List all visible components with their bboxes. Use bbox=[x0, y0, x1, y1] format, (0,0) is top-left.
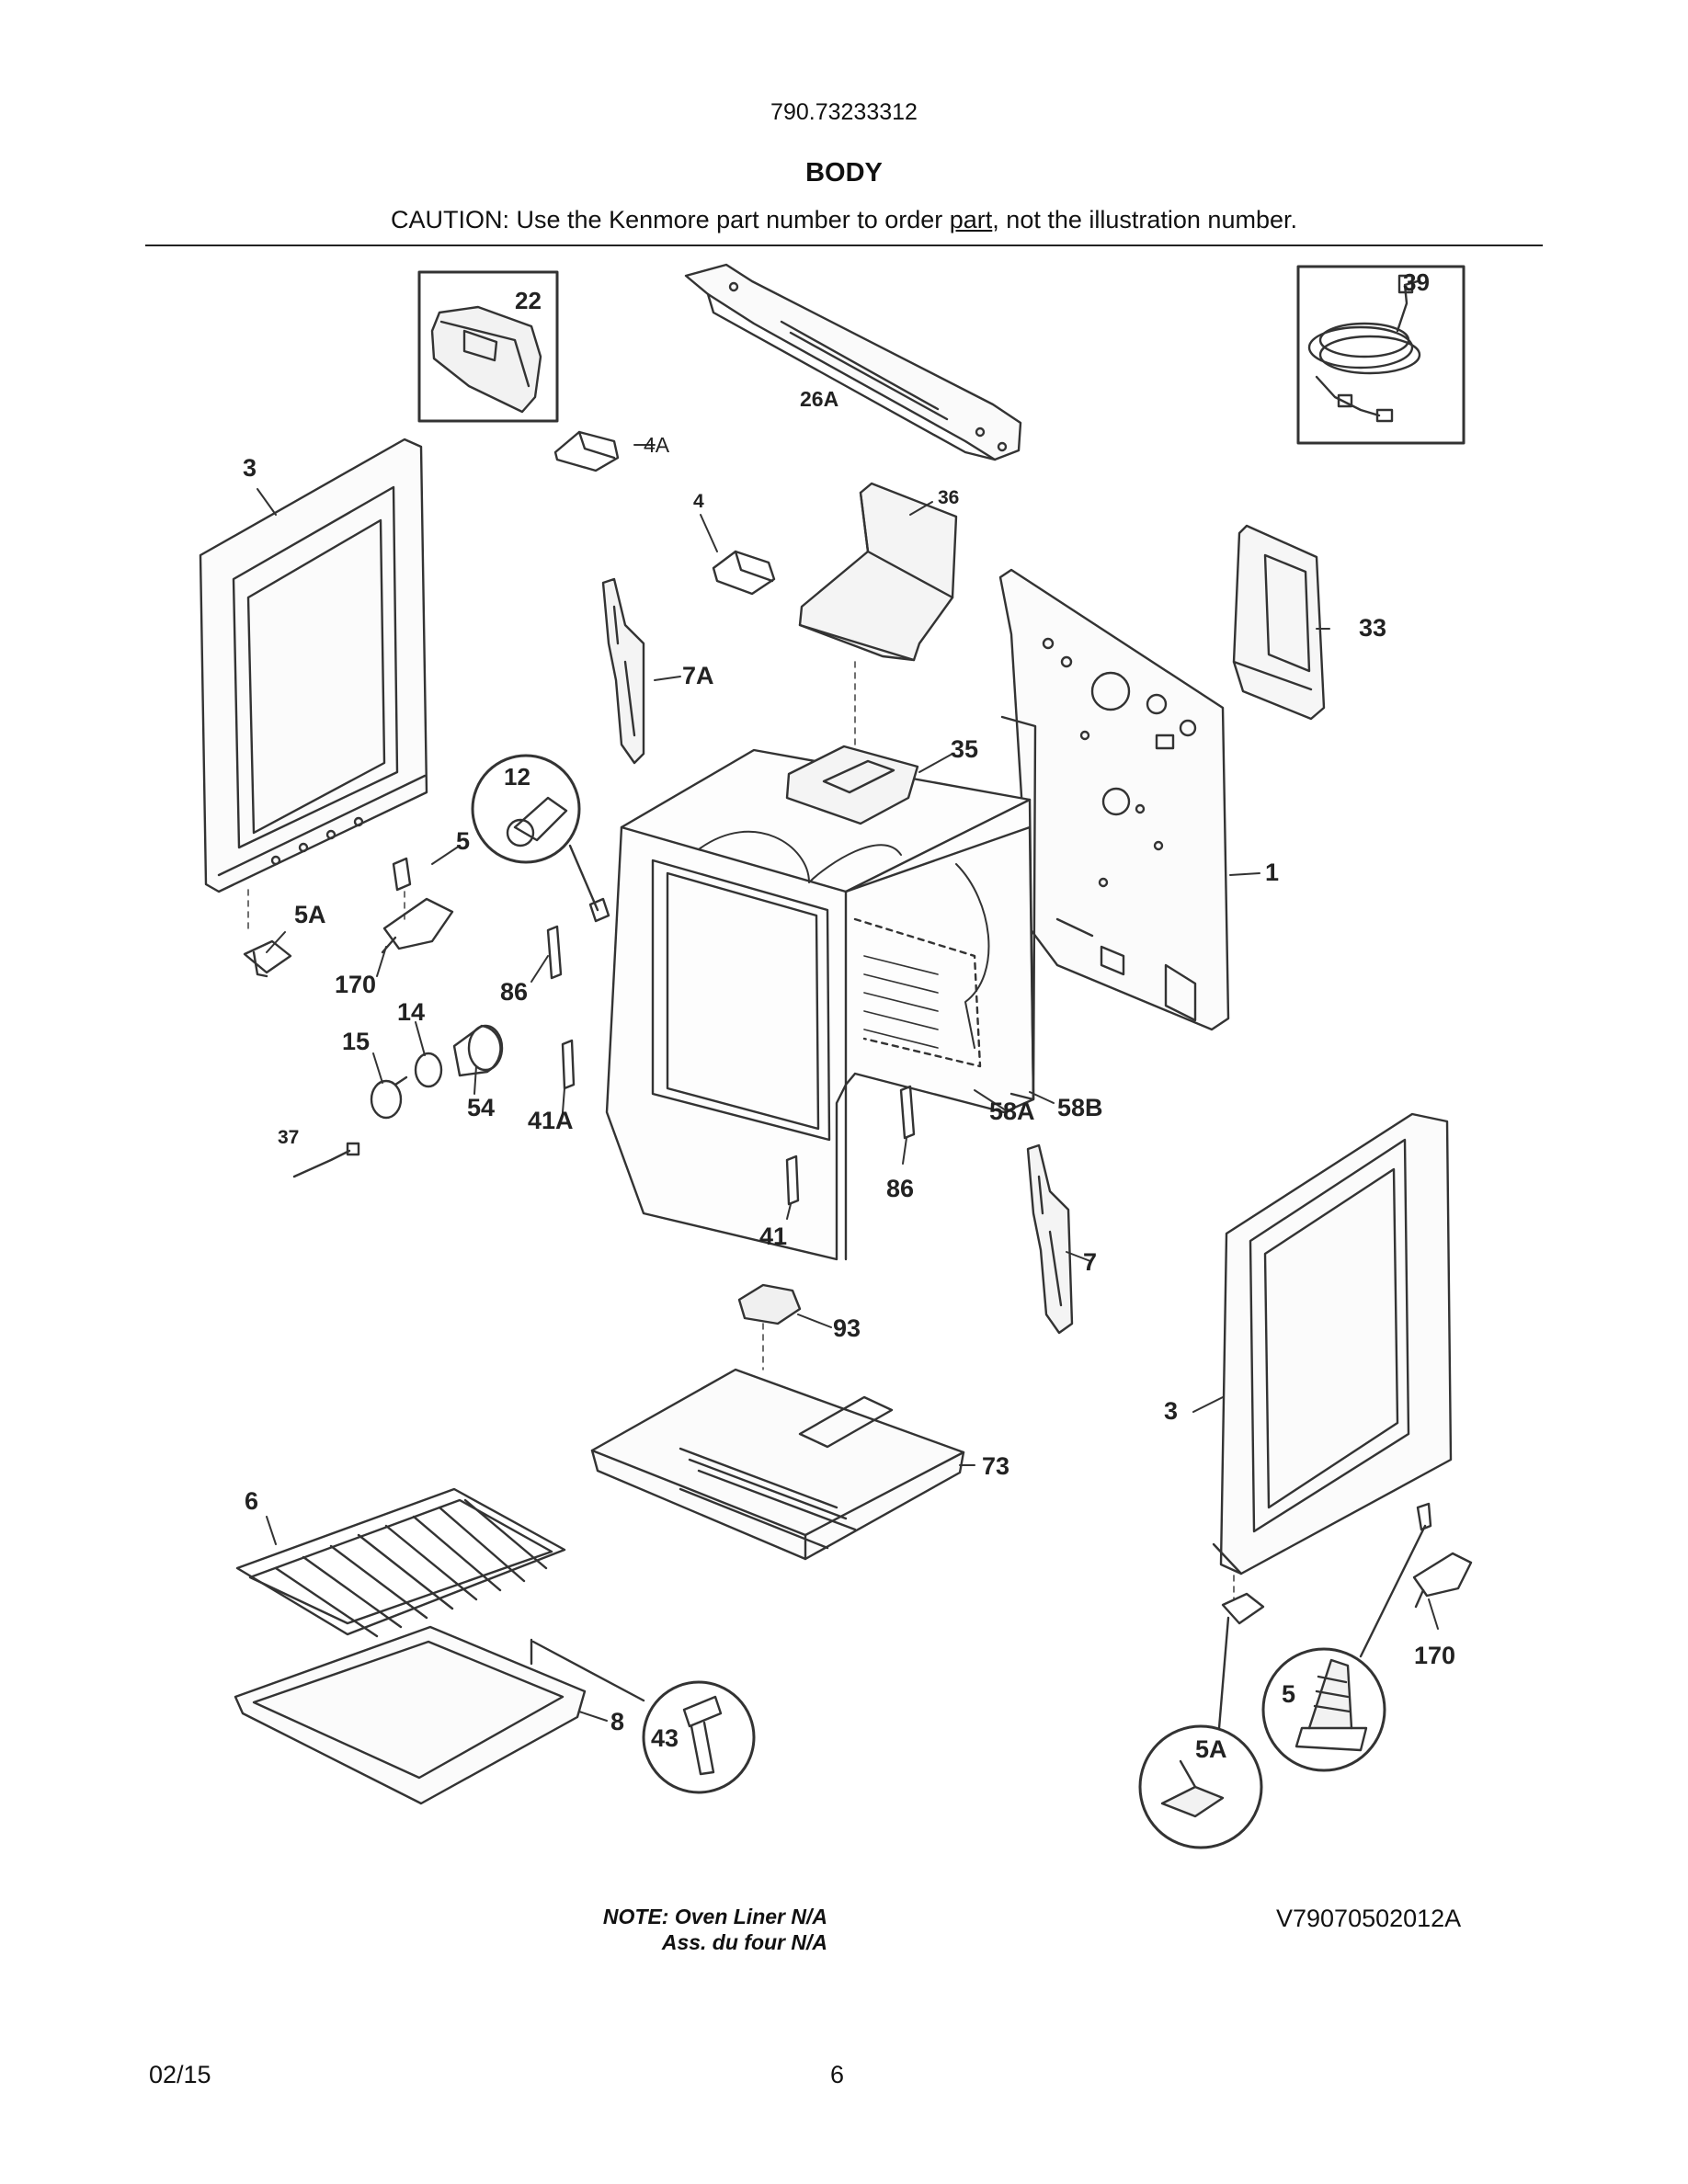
section-title: BODY bbox=[805, 158, 883, 188]
note-line-2: Ass. du four N/A bbox=[661, 1930, 827, 1954]
header-divider bbox=[145, 245, 1543, 246]
part-label-58B: 58B bbox=[1057, 1094, 1103, 1121]
drawing-id: V79070502012A bbox=[1276, 1905, 1462, 1932]
part-label-54: 54 bbox=[467, 1094, 495, 1121]
part-label-170-right: 170 bbox=[1414, 1642, 1455, 1669]
model-number: 790.73233312 bbox=[770, 99, 918, 125]
part-22-inset bbox=[417, 270, 559, 423]
part-label-7A: 7A bbox=[682, 662, 714, 689]
part-5A-foot-left bbox=[243, 939, 292, 978]
part-1-back-panel bbox=[998, 568, 1230, 1031]
assembly-guide-lines bbox=[247, 661, 1235, 1600]
part-43-callout bbox=[530, 1638, 756, 1794]
part-4A-clip bbox=[553, 430, 620, 472]
caution-notice: CAUTION: Use the Kenmore part number to … bbox=[0, 206, 1688, 234]
part-label-7: 7 bbox=[1083, 1248, 1097, 1276]
part-label-22: 22 bbox=[515, 287, 542, 314]
part-36-duct bbox=[798, 482, 958, 662]
part-label-3-left: 3 bbox=[243, 454, 257, 482]
part-label-5-left: 5 bbox=[456, 827, 470, 855]
part-label-41: 41 bbox=[759, 1223, 787, 1250]
part-3-side-panel-left bbox=[199, 438, 428, 893]
part-label-3-right: 3 bbox=[1164, 1397, 1178, 1425]
part-5A-callout-right bbox=[1138, 1592, 1265, 1849]
part-6-oven-rack bbox=[235, 1487, 566, 1638]
part-41-bracket bbox=[785, 1155, 800, 1206]
part-label-15: 15 bbox=[342, 1028, 370, 1055]
part-label-58A: 58A bbox=[989, 1098, 1035, 1125]
caution-part-link: part bbox=[949, 206, 993, 233]
part-label-93: 93 bbox=[833, 1314, 861, 1342]
part-label-36: 36 bbox=[938, 487, 959, 508]
part-41A-bracket bbox=[561, 1039, 576, 1090]
part-label-73: 73 bbox=[982, 1452, 1009, 1480]
part-label-1: 1 bbox=[1265, 859, 1279, 886]
part-7A-hinge bbox=[601, 577, 645, 765]
caution-prefix: CAUTION: Use the Kenmore part number to … bbox=[391, 206, 950, 233]
part-35-bracket bbox=[785, 745, 919, 825]
part-86-bracket-lower bbox=[899, 1085, 916, 1140]
part-label-4A: 4A bbox=[644, 433, 670, 457]
part-7-hinge bbox=[1026, 1143, 1074, 1335]
part-93-block bbox=[737, 1283, 802, 1325]
part-label-6: 6 bbox=[245, 1487, 258, 1515]
part-3-side-panel-right bbox=[1212, 1112, 1453, 1575]
part-4-clip bbox=[712, 550, 776, 596]
leader-lines bbox=[257, 444, 1439, 1722]
part-label-43: 43 bbox=[651, 1724, 679, 1752]
note-line-1: NOTE: Oven Liner N/A bbox=[602, 1905, 827, 1928]
part-39-inset bbox=[1296, 265, 1466, 445]
part-73-bottom-panel bbox=[590, 1368, 965, 1561]
part-label-8: 8 bbox=[610, 1708, 624, 1735]
part-label-170-left: 170 bbox=[335, 971, 376, 998]
part-54-lens bbox=[452, 1024, 504, 1077]
caution-suffix: , not the illustration number. bbox=[992, 206, 1297, 233]
part-15-bulb bbox=[370, 1075, 408, 1120]
part-86-bracket-upper bbox=[546, 925, 563, 980]
part-8-broiler-pan bbox=[234, 1625, 587, 1805]
part-label-39: 39 bbox=[1403, 268, 1430, 296]
part-label-26A: 26A bbox=[800, 387, 838, 411]
part-label-12: 12 bbox=[504, 763, 530, 791]
part-170-bracket-left bbox=[381, 897, 454, 954]
part-label-41A: 41A bbox=[528, 1107, 574, 1134]
part-label-86-upper: 86 bbox=[500, 978, 528, 1006]
part-label-5-right: 5 bbox=[1282, 1680, 1295, 1708]
part-label-33: 33 bbox=[1359, 614, 1386, 642]
part-14-socket bbox=[414, 1052, 443, 1088]
part-label-5A-left: 5A bbox=[294, 901, 326, 928]
footer-page-number: 6 bbox=[830, 2061, 845, 2088]
part-33-panel bbox=[1232, 524, 1326, 721]
oven-cavity-body bbox=[605, 715, 1037, 1261]
part-label-4: 4 bbox=[693, 491, 704, 512]
part-26A-bracket bbox=[684, 263, 1022, 461]
part-label-14: 14 bbox=[397, 998, 425, 1026]
part-5-callout-right bbox=[1261, 1502, 1432, 1772]
part-label-37: 37 bbox=[278, 1127, 299, 1148]
part-label-86-lower: 86 bbox=[886, 1175, 914, 1202]
part-37-wire bbox=[292, 1142, 360, 1178]
part-label-35: 35 bbox=[951, 735, 978, 763]
footer-date: 02/15 bbox=[149, 2061, 211, 2088]
part-label-5A-right: 5A bbox=[1195, 1735, 1227, 1763]
part-5-leveler-left bbox=[392, 857, 412, 892]
part-170-bracket-right bbox=[1412, 1552, 1473, 1609]
part-12-callout bbox=[471, 754, 610, 923]
